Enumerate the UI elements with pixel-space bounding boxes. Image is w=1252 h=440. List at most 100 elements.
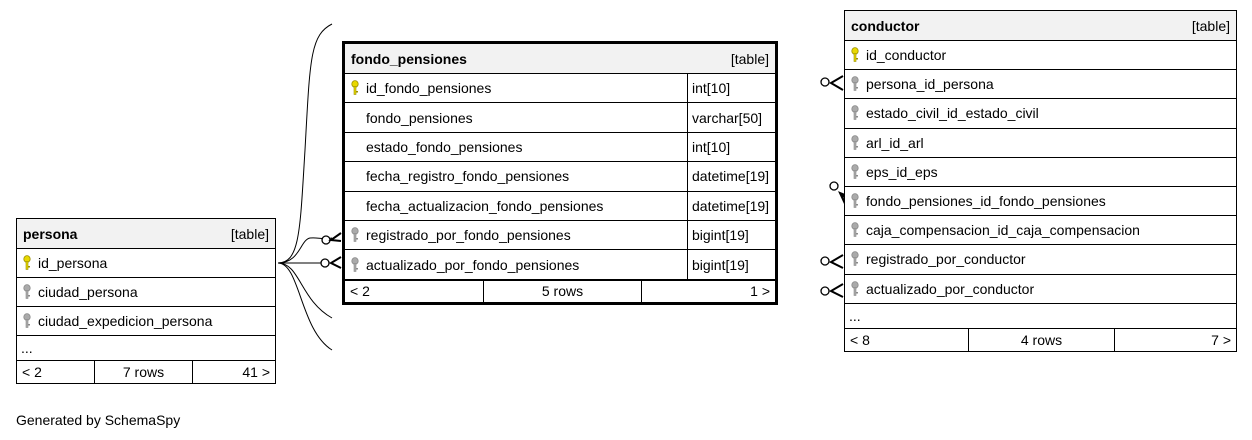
column-row[interactable]: persona_id_persona [845,70,1236,100]
column-row[interactable]: fondo_pensiones_id_fondo_pensiones [845,187,1236,217]
column-name: caja_compensacion_id_caja_compensacion [866,222,1140,239]
table-name: persona [23,225,78,242]
column-type: int[10] [687,74,775,103]
footer-parents: < 2 [350,283,370,300]
table-footer: < 8 4 rows 7 > [845,328,1236,351]
table-header: persona [table] [17,219,275,249]
table-persona[interactable]: persona [table] id_persona ciudad_persona… [16,218,276,384]
column-row[interactable]: registrado_por_fondo_pensiones bigint[19] [345,220,775,251]
crowfoot-marker [328,232,342,242]
footer-row-count: 4 rows [968,328,1114,351]
foreign-key-icon [345,227,365,243]
table-footer: < 2 5 rows 1 > [345,279,775,302]
table-kind: [table] [1191,17,1230,34]
column-row[interactable]: id_conductor [845,41,1236,71]
column-row[interactable]: caja_compensacion_id_caja_compensacion [845,216,1236,246]
column-row[interactable]: arl_id_arl [845,129,1236,158]
column-name: id_conductor [866,47,947,64]
foreign-key-icon [845,76,865,92]
column-row[interactable]: estado_fondo_pensiones int[10] [345,132,775,163]
column-name: ciudad_persona [38,284,138,300]
table-fondo-pensiones[interactable]: fondo_pensiones [table] id_fondo_pension… [342,41,778,305]
crowfoot-marker [829,75,844,91]
crowfoot-marker [828,283,844,298]
foreign-key-icon [845,164,865,180]
column-name: persona_id_persona [866,76,994,93]
relation-curve-low2 [277,262,333,351]
column-name: estado_fondo_pensiones [366,138,523,155]
foreign-key-icon [845,105,865,121]
relation-marker [820,286,830,296]
footer-children: 1 > [641,280,775,302]
foreign-key-icon [845,251,865,267]
column-name: actualizado_por_fondo_pensiones [366,256,580,273]
crowfoot-marker [328,256,342,269]
primary-key-icon [17,255,37,271]
column-name: id_fondo_pensiones [366,80,492,97]
table-header: conductor [table] [845,11,1236,41]
more-columns-indicator: ... [17,336,275,361]
column-type: int[10] [687,132,775,162]
table-kind: [table] [230,225,269,242]
foreign-key-icon [845,280,865,297]
foreign-key-icon [845,222,865,238]
column-row[interactable]: fecha_actualizacion_fondo_pensiones datet… [345,191,775,221]
column-row[interactable]: registrado_por_conductor [845,245,1236,275]
column-row[interactable]: estado_civil_id_estado_civil [845,99,1236,129]
column-name: arl_id_arl [866,134,924,151]
column-type: datetime[19] [687,191,775,220]
column-name: registrado_por_conductor [866,251,1026,268]
foreign-key-icon [845,193,865,209]
column-row[interactable]: ciudad_expedicion_persona [17,307,275,336]
column-row[interactable]: fondo_pensiones varchar[50] [345,103,775,133]
relation-marker [321,235,331,245]
column-name: id_persona [38,255,108,271]
column-row[interactable]: id_persona [17,249,275,278]
table-kind: [table] [730,50,769,67]
foreign-key-icon [345,256,365,273]
relation-marker [820,256,830,266]
primary-key-icon [845,47,865,63]
column-row[interactable]: ciudad_persona [17,278,275,307]
foreign-key-icon [17,313,37,329]
crowfoot-marker [828,254,844,269]
column-row[interactable]: actualizado_por_conductor [845,275,1236,304]
column-row[interactable]: eps_id_eps [845,158,1236,187]
column-type: datetime[19] [687,162,775,191]
column-name: fecha_registro_fondo_pensiones [366,168,570,185]
footer-children: 7 > [1114,328,1236,351]
relation-marker [320,258,330,268]
column-type: varchar[50] [687,103,775,132]
relation-curve-top [277,23,333,264]
table-conductor[interactable]: conductor [table] id_conductor persona_id… [844,10,1237,352]
table-name: conductor [851,17,920,34]
column-type: bigint[19] [687,220,775,250]
footer-parents: < 2 [22,364,42,380]
column-name: registrado_por_fondo_pensiones [366,227,571,244]
relation-curve-low1 [277,262,333,319]
footer-row-count: 5 rows [483,280,641,302]
column-name: fondo_pensiones [366,109,473,126]
column-name: fondo_pensiones_id_fondo_pensiones [866,193,1106,210]
column-type: bigint[19] [687,250,775,279]
column-row[interactable]: id_fondo_pensiones int[10] [345,74,775,104]
table-footer: < 2 7 rows 41 > [17,361,275,383]
primary-key-icon [345,80,365,96]
column-row[interactable]: fecha_registro_fondo_pensiones datetime[1… [345,162,775,192]
footer-children: 41 > [192,361,275,383]
footer-row-count: 7 rows [94,361,192,383]
column-name: eps_id_eps [866,163,938,180]
foreign-key-icon [845,134,865,151]
relation-marker [820,77,830,87]
relation-marker [829,181,839,191]
footer-parents: < 8 [850,331,870,348]
column-name: actualizado_por_conductor [866,280,1035,297]
more-columns-indicator: ... [845,304,1236,329]
table-header: fondo_pensiones [table] [345,44,775,74]
column-name: fecha_actualizacion_fondo_pensiones [366,197,604,214]
column-name: estado_civil_id_estado_civil [866,105,1039,122]
column-row[interactable]: actualizado_por_fondo_pensiones bigint[19… [345,250,775,280]
generated-by-label: Generated by SchemaSpy [16,412,181,428]
column-name: ciudad_expedicion_persona [38,313,213,329]
